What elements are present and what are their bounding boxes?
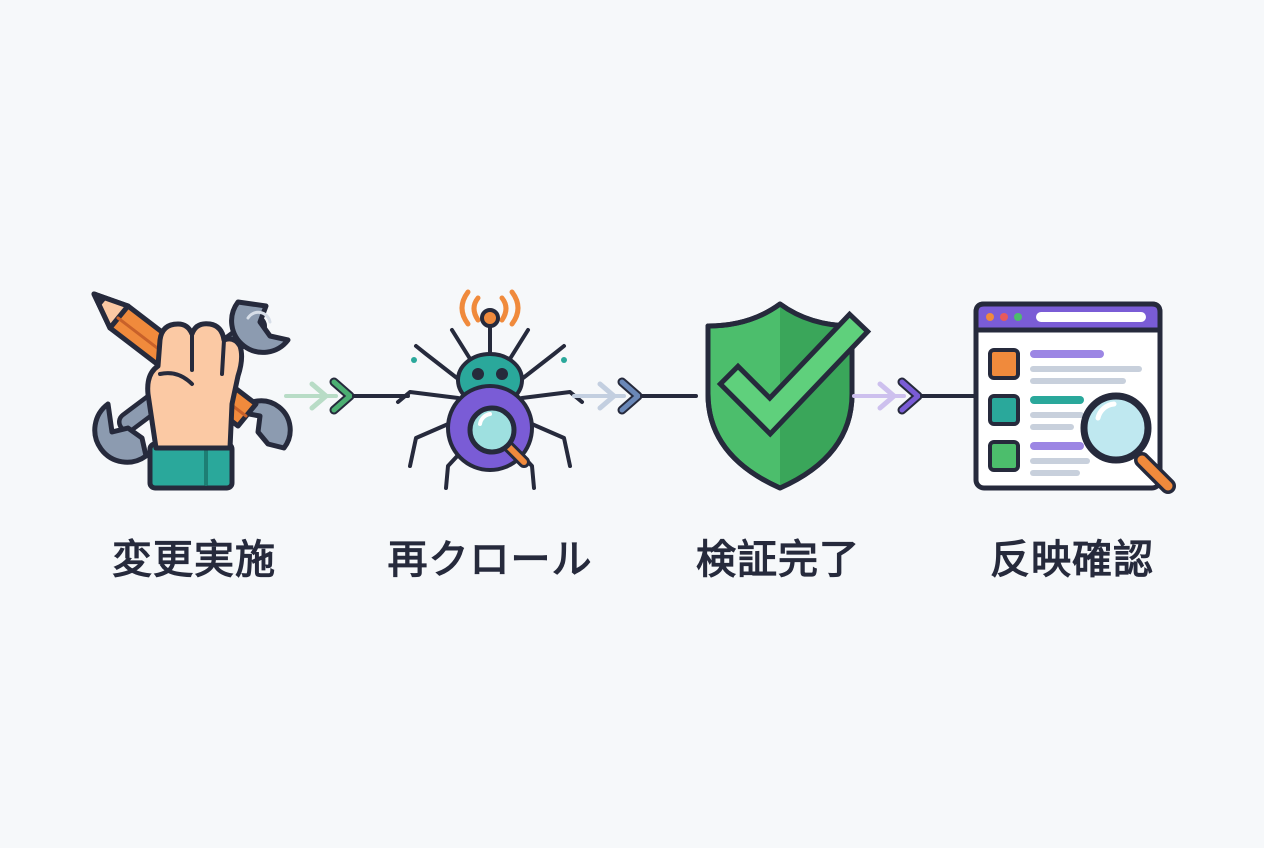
hand-wrench-pencil-icon — [91, 291, 293, 491]
spider-bot-magnifier-icon — [396, 289, 584, 490]
step-label-2: 再クロール — [387, 537, 593, 583]
flow-arrow-3 — [852, 377, 978, 415]
shield-check-icon — [705, 301, 872, 491]
step-label-4: 反映確認 — [990, 537, 1154, 583]
step-label-3: 検証完了 — [696, 537, 860, 583]
step-label-1: 変更実施 — [112, 537, 276, 583]
flow-arrow-2 — [572, 377, 698, 415]
browser-search-icon — [973, 301, 1176, 494]
flow-arrow-1 — [284, 377, 410, 415]
